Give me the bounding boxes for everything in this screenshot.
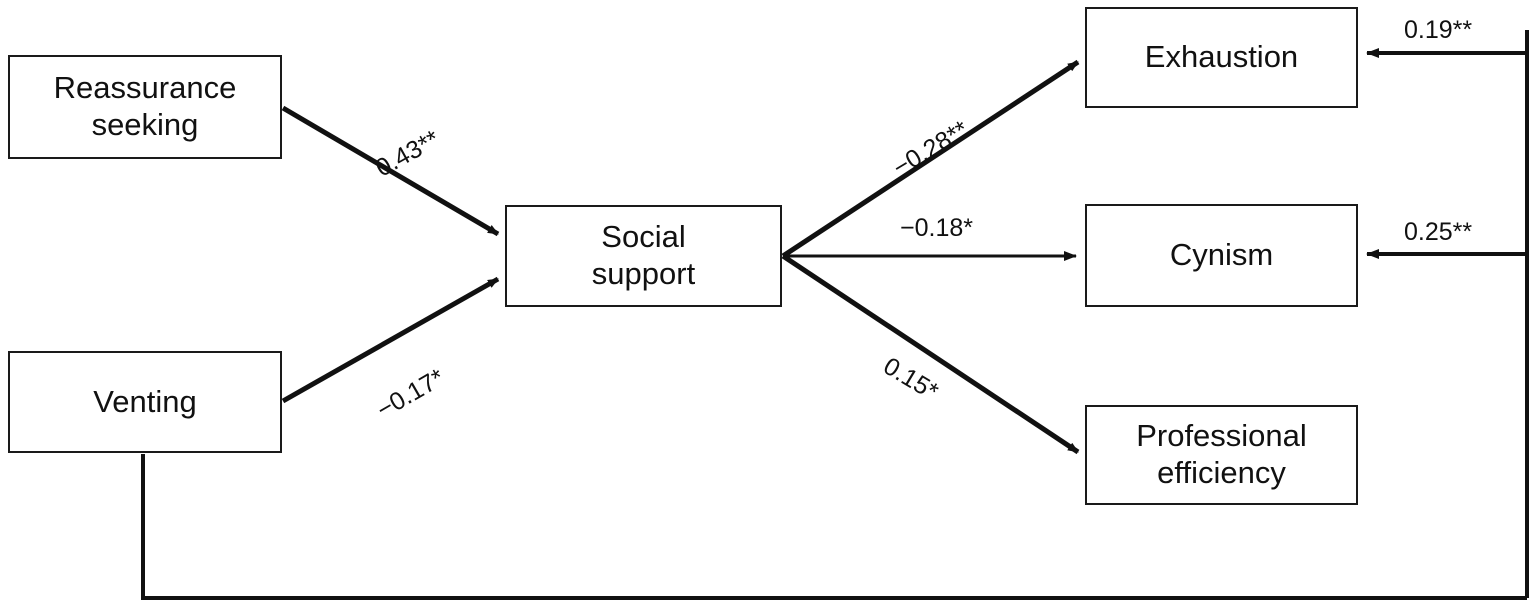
node-professional-efficiency[interactable]: Professional efficiency xyxy=(1085,405,1358,505)
node-reassurance-seeking[interactable]: Reassurance seeking xyxy=(8,55,282,159)
edge-support-to-exhaustion xyxy=(781,59,1080,259)
path-label-venting-to-exhaustion: 0.19** xyxy=(1404,16,1473,44)
path-label-support-to-cynism: −0.18* xyxy=(900,214,973,242)
edge-reassurance-to-support xyxy=(281,105,500,237)
edge-venting-to-support xyxy=(281,276,500,404)
edge-support-to-efficiency xyxy=(781,253,1080,455)
node-venting[interactable]: Venting xyxy=(8,351,282,453)
node-social-support[interactable]: Social support xyxy=(505,205,782,307)
node-exhaustion[interactable]: Exhaustion xyxy=(1085,7,1358,108)
node-cynism[interactable]: Cynism xyxy=(1085,204,1358,307)
path-label-venting-to-cynism: 0.25** xyxy=(1404,218,1473,246)
edge-venting-bottom-rail xyxy=(141,454,1527,600)
